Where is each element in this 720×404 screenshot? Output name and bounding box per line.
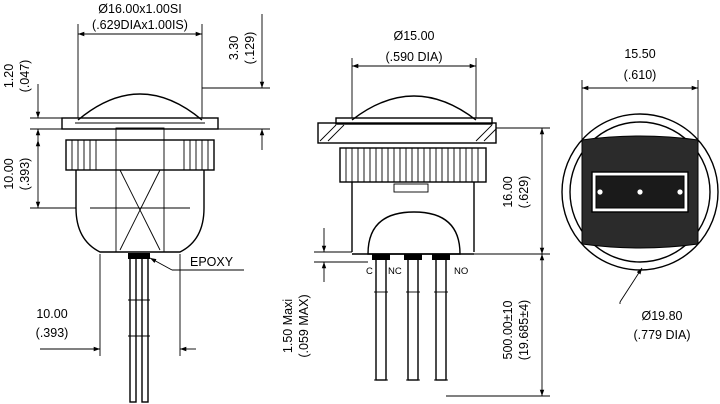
left-flange-mm: 1.20 [2,64,16,88]
left-body-h-mm: 10.00 [2,158,16,189]
left-side-view: Ø16.00x1.00SI (.629DIAx1.00IS) 3.30 (.12… [2,2,270,403]
center-dia-mm: Ø15.00 [393,29,434,43]
center-body [351,182,475,252]
right-dia-mm: Ø19.80 [641,309,682,323]
left-flange-in: (.047) [18,60,32,93]
terminal-no-dot [677,189,683,195]
center-height-mm: 16.00 [501,176,515,207]
right-width-mm: 15.50 [624,47,655,61]
center-dome [351,95,477,121]
left-flange [61,117,219,130]
pin-label-c: C [366,266,373,277]
left-top-dia-in: (.629DIAx1.00IS) [92,18,188,32]
center-lead-len-in: (19.685±4) [517,300,531,360]
left-cap-h-in: (.129) [243,32,257,65]
center-flange [317,122,497,144]
lead-c [375,255,387,381]
left-top-dia-mm: Ø16.00x1.00SI [98,2,181,16]
center-dia-in: (.590 DIA) [386,50,443,64]
epoxy-label: EPOXY [190,255,234,269]
center-height-in: (.629) [517,176,531,209]
left-bottom-w-mm: 10.00 [36,307,67,321]
center-knurled-nut [339,147,487,183]
right-width-in: (.610) [624,68,657,82]
terminal-nc-dot [637,189,643,195]
center-lead-len-mm: 500.00±10 [501,300,515,359]
pin-label-no: NO [454,266,468,277]
right-inner-circle [569,121,711,263]
right-dia-in: (.779 DIA) [634,328,691,342]
left-bottom-w-in: (.393) [36,326,69,340]
terminal-c-dot [597,189,603,195]
pin-label-nc: NC [388,266,402,277]
center-gap-in: (.059 MAX) [297,294,311,357]
left-knurled-nut [65,139,215,171]
center-potting [367,211,461,255]
left-lead-1 [129,253,137,403]
left-dome [77,93,203,121]
left-body-h-in: (.393) [18,158,32,191]
center-gap-mm: 1.50 Maxi [281,299,295,353]
lead-nc [407,255,419,381]
center-side-view: C NC NO Ø15.00 (.590 DIA) 16.00 (.629) 1… [281,29,550,397]
left-cap-h-mm: 3.30 [227,36,241,60]
lead-no [435,255,447,381]
right-bottom-view: 15.50 (.610) Ø19.80 (.779 DIA) [561,47,719,342]
left-lead-2 [141,253,149,403]
